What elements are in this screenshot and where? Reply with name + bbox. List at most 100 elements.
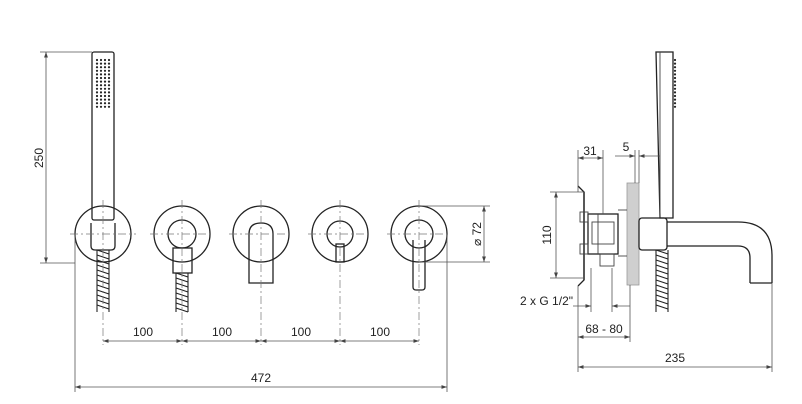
hose-coil (655, 249, 669, 255)
nozzle-dot (95, 98, 99, 101)
dim-110-label: 110 (540, 225, 554, 244)
nozzle-dot (103, 94, 107, 98)
nozzle-dot (107, 58, 111, 62)
nozzle-dot (99, 91, 103, 94)
hose-coil (175, 307, 189, 313)
nozzle-dot (95, 58, 99, 62)
dim-spacing-4: 100 (370, 325, 390, 339)
nozzle-dot (107, 91, 111, 94)
hose-coil (655, 269, 669, 275)
hose-coil (175, 292, 189, 298)
handshower-nozzles-side (673, 58, 677, 108)
nozzle-dot (99, 87, 103, 90)
dimension-472: 472 (74, 234, 448, 392)
hose-coil (175, 302, 189, 308)
dim-spacing-2: 100 (212, 325, 232, 339)
nozzle-dot (673, 66, 677, 69)
dimension-spacings: 100 100 100 100 (103, 325, 419, 343)
nozzle-dot (673, 58, 677, 62)
nozzle-dot (103, 62, 107, 65)
nozzle-dot (99, 102, 103, 105)
nozzle-dot (673, 105, 677, 108)
handshower-nozzles (95, 58, 111, 108)
dim-68-80-label: 68 - 80 (585, 322, 623, 336)
nozzle-dot (673, 69, 677, 72)
wall-section (626, 182, 640, 286)
nozzle-dot (95, 62, 99, 65)
nozzle-dot (95, 105, 99, 108)
nozzle-dot (103, 76, 107, 80)
nozzle-dot (103, 66, 107, 69)
nozzle-dot (107, 105, 111, 108)
nozzle-dot (99, 66, 103, 69)
nozzle-dot (95, 87, 99, 90)
front-view-drawing: 250 ⌀ 72 100 100 100 100 472 (32, 51, 490, 392)
dimension-68-80: 68 - 80 (577, 285, 631, 372)
nozzle-dot (673, 91, 677, 94)
hose-coil (96, 259, 110, 265)
handshower-side (638, 51, 677, 312)
dim-spacing-1: 100 (133, 325, 153, 339)
dim-250-label: 250 (32, 148, 46, 168)
nozzle-dot (99, 84, 103, 87)
nozzle-dot (99, 105, 103, 108)
nozzle-dot (95, 69, 99, 72)
dim-connection-label: 2 x G 1/2" (520, 294, 573, 308)
nozzle-dot (99, 73, 103, 76)
nozzle-dot (95, 73, 99, 76)
side-view-drawing: 31 5 110 2 x G 1/2" (520, 51, 773, 372)
spout-side (667, 221, 773, 284)
nozzle-dot (673, 98, 677, 101)
hose-coil (655, 274, 669, 280)
nozzle-dot (95, 102, 99, 105)
hose-coil (655, 279, 669, 285)
nozzle-dot (673, 73, 677, 76)
nozzle-dot (107, 87, 111, 90)
handshower-front (74, 51, 132, 312)
dim-72-label: ⌀ 72 (470, 222, 484, 246)
nozzle-dot (103, 87, 107, 90)
nozzle-dot (95, 84, 99, 87)
nozzle-dot (95, 80, 99, 83)
nozzle-dot (673, 84, 677, 87)
dimension-110: 110 (540, 191, 584, 279)
nozzle-dot (673, 80, 677, 83)
nozzle-dot (103, 84, 107, 87)
nozzle-dot (99, 94, 103, 98)
nozzle-dot (107, 73, 111, 76)
hose-coil (655, 299, 669, 305)
dim-spacing-3: 100 (291, 325, 311, 339)
nozzle-dot (107, 98, 111, 101)
nozzle-dot (95, 76, 99, 80)
dim-472-label: 472 (251, 371, 271, 385)
hose-coil (655, 264, 669, 270)
nozzle-dot (99, 80, 103, 83)
dimension-31: 31 (577, 144, 604, 214)
hose-coil (655, 294, 669, 300)
nozzle-dot (107, 80, 111, 83)
mounting-box (577, 185, 627, 287)
nozzle-dot (103, 58, 107, 62)
nozzle-dot (107, 66, 111, 69)
nozzle-dot (103, 98, 107, 101)
nozzle-dot (673, 76, 677, 80)
nozzle-dot (103, 91, 107, 94)
dimension-5: 5 (615, 140, 660, 183)
dim-5-label: 5 (623, 140, 630, 154)
dimension-connection: 2 x G 1/2" (520, 268, 630, 312)
hose-coil (655, 284, 669, 290)
dimension-235: 235 (578, 283, 773, 372)
nozzle-dot (103, 105, 107, 108)
nozzle-dot (99, 76, 103, 80)
hose-coil (655, 259, 669, 265)
dim-31-label: 31 (583, 144, 597, 158)
nozzle-dot (99, 58, 103, 62)
nozzle-dot (99, 69, 103, 72)
dimension-250: 250 (32, 51, 92, 264)
nozzle-dot (107, 102, 111, 105)
nozzle-dot (99, 62, 103, 65)
nozzle-dot (673, 62, 677, 65)
nozzle-dot (673, 94, 677, 98)
center-lines (70, 200, 451, 345)
